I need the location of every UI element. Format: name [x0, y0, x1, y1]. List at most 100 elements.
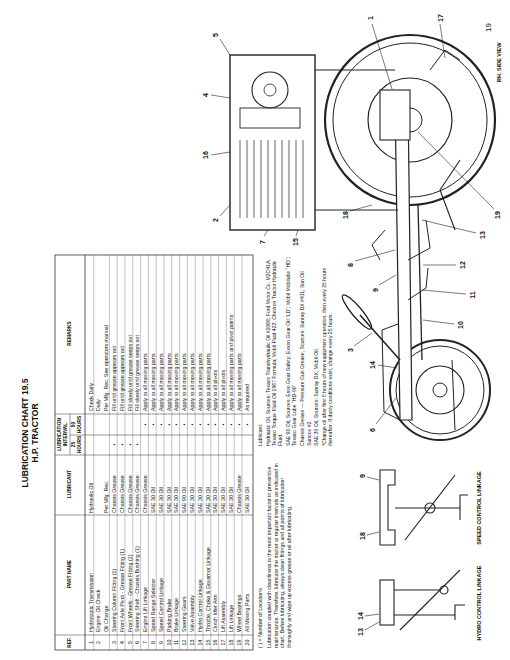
table-cell: Valve Assembly — [189, 516, 196, 632]
table-cell: • — [236, 415, 243, 434]
ref-number: 6 — [134, 635, 141, 650]
table-cell: Steering Gears — [181, 516, 188, 632]
table-cell: Front Axle Pivot - Grease Fitting (1) — [119, 516, 126, 632]
table-cell: Fill slowly until grease seeps out — [127, 257, 134, 411]
table-cell: Apply to all moving parts — [158, 257, 165, 411]
view-label: RH. SIDE VIEW — [496, 43, 503, 82]
table-cell: • — [244, 415, 251, 434]
callout-number: 6 — [368, 424, 377, 436]
table-cell: SAE 30 Oil — [212, 456, 219, 513]
table-cell: Daily — [95, 257, 102, 411]
callout-number: 13 — [356, 626, 365, 638]
table-cell: Steering Shaft - Chassis Bushing (1) — [134, 516, 141, 632]
table-cell: Chassis Grease — [127, 456, 134, 513]
callout-number: 19 — [493, 209, 502, 221]
table-cell: Brake Linkage — [173, 516, 180, 632]
table-cell: Apply to all moving parts and pivot poin… — [228, 257, 235, 411]
table-cell: • — [111, 435, 118, 454]
table-cell: Engine: Oil Check — [95, 516, 102, 632]
callout-number: 8 — [346, 259, 355, 271]
table-cell: Apply to all moving parts — [181, 257, 188, 411]
ref-number: 12 — [181, 635, 188, 650]
table-cell: • — [158, 415, 165, 434]
table-cell: Wheel Bearings — [236, 516, 243, 632]
ref-number: 2 — [95, 635, 102, 650]
table-cell: Apply to all pivots — [220, 257, 227, 411]
page-number: 19 — [484, 23, 494, 32]
ref-number: 18 — [228, 635, 235, 650]
callout-number: 18 — [341, 209, 350, 221]
table-cell: SAE 30 Oil — [228, 456, 235, 513]
table-cell: Throttle, Choke & Governor Linkage — [205, 516, 212, 632]
table-cell: Fill until grease appears out — [119, 257, 126, 411]
ref-number: 15 — [205, 635, 212, 650]
table-cell: Speed Control Linkage — [158, 516, 165, 632]
ref-number: 20 — [244, 635, 251, 650]
note-text: Hydraulic Oil, Sources: Texaco Transhydr… — [265, 256, 284, 446]
note-text: Lubricant: — [257, 256, 263, 446]
table-cell: Clutch Idler Arm — [212, 516, 219, 632]
callout-number: 1 — [366, 12, 375, 24]
ref-number: 11 — [173, 635, 180, 650]
table-cell: SAE 30 Oil — [158, 456, 165, 513]
table-cell: Speed Range Selector — [150, 516, 157, 632]
table-header: REF. — [67, 635, 73, 650]
table-cell: • — [119, 435, 126, 454]
callout-number: 14 — [368, 359, 377, 371]
table-cell: • — [134, 435, 141, 454]
table-cell: Apply to all moving parts — [150, 257, 157, 411]
ref-number: 14 — [197, 635, 204, 650]
table-cell: SAE 30 Oil — [205, 456, 212, 513]
table-cell: SAE 30 Oil — [150, 456, 157, 513]
callout-number: 7 — [258, 236, 267, 248]
table-cell: Apply to all moving parts — [205, 257, 212, 411]
callout-number: 13 — [478, 229, 487, 241]
callout-number: 2 — [211, 214, 220, 226]
table-cell: Chassis Grease — [111, 456, 118, 513]
ref-number: 10 — [166, 635, 173, 650]
table-cell: • — [212, 415, 219, 434]
note-text: Chassis Grease — Pressure Gun Grease, So… — [299, 256, 312, 446]
view-label: SPEED CONTROL LINKAGE — [476, 462, 483, 554]
table-cell: • — [142, 415, 149, 434]
note-text: *Change oil after first 5 hours of new e… — [321, 256, 334, 446]
callout-number: 10 — [456, 319, 465, 331]
table-header: LUBRICATION INTERVAL — [57, 415, 68, 454]
table-cell: Apply to all moving parts — [236, 257, 243, 411]
table-header: REMARKS — [67, 256, 73, 411]
table-cell: SAE 30 Oil — [189, 456, 196, 513]
ref-number: 5 — [127, 635, 134, 650]
ref-number: 19 — [236, 635, 243, 650]
ref-number: 3 — [111, 635, 118, 650]
table-cell: SAE 30 Oil — [244, 456, 251, 513]
table-cell: Chassis Grease — [134, 456, 141, 513]
table-cell: Steering Column Fitting (1) — [111, 516, 118, 632]
table-header: 50 HOURS — [71, 415, 82, 434]
view-label: HYDRO CONTROL LINKAGE — [476, 562, 483, 644]
table-cell: Chassis Grease — [142, 456, 149, 513]
table-cell: SAE 30 Oil — [220, 456, 227, 513]
ref-number: 9 — [158, 635, 165, 650]
ref-number: 1 — [88, 635, 95, 650]
table-cell: Apply to all pivots — [212, 257, 219, 411]
table-header: 25 HOURS — [71, 435, 82, 454]
callout-number: 14 — [356, 610, 365, 622]
table-cell: Parking Brake — [166, 516, 173, 632]
ref-number: 8 — [150, 635, 157, 650]
callout-number: 12 — [458, 259, 467, 271]
table-cell: SAE 90 Oil — [181, 456, 188, 513]
table-cell: SAE 30 Oil — [173, 456, 180, 513]
table-cell: Hydro Control Linkage — [197, 516, 204, 632]
note-text: ( ) = Number of Locations — [257, 458, 264, 648]
table-cell: Chassis Grease — [236, 456, 243, 513]
ref-number: 7 — [142, 635, 149, 650]
table-cell: Engine Lift Linkage — [142, 516, 149, 632]
callout-number: 5 — [211, 29, 220, 41]
table-cell: As required — [244, 257, 251, 411]
table-cell: Lift Linkage — [228, 516, 235, 632]
table-cell: Hydrostatic Transmission — [88, 516, 95, 632]
callout-number: 17 — [436, 12, 445, 24]
